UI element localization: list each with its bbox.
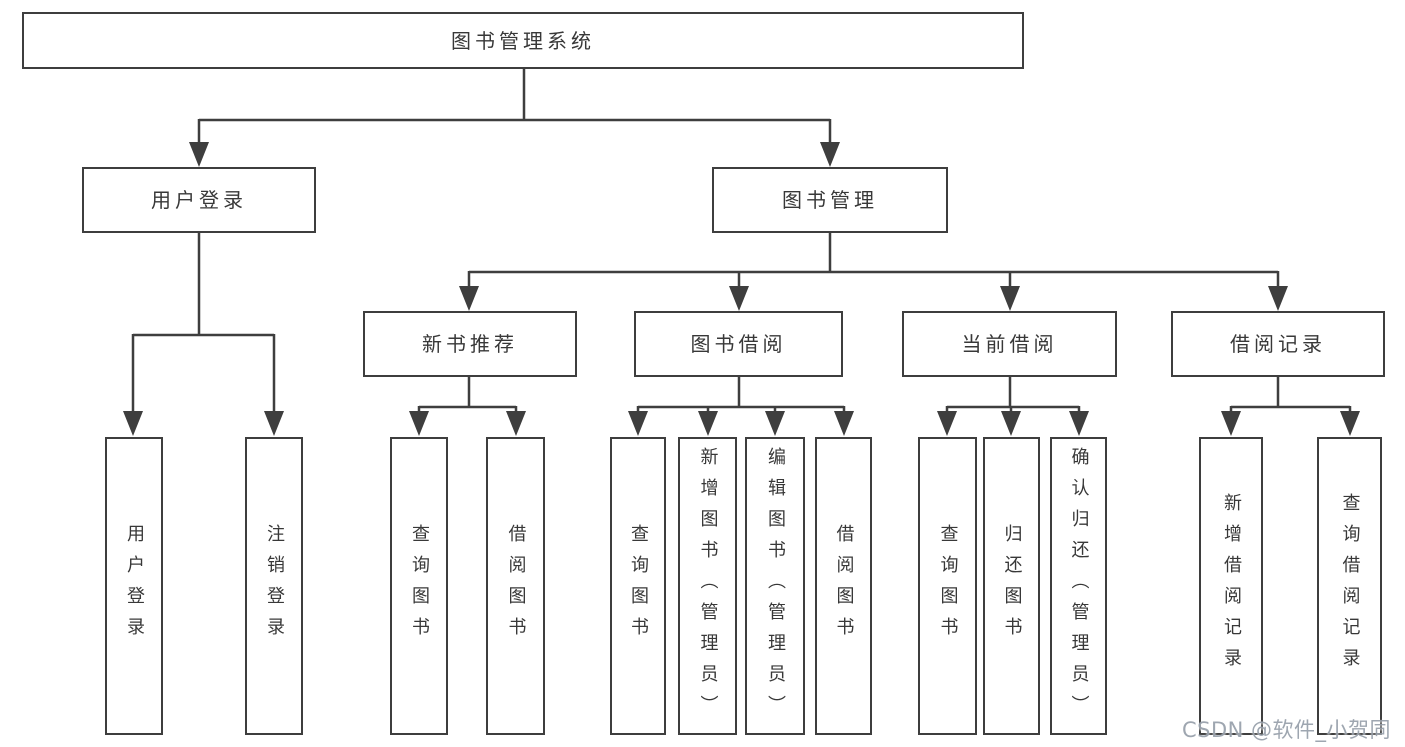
arrowhead xyxy=(189,142,209,167)
leaf-query-books-recommend: 查询图书 xyxy=(390,437,448,735)
leaf-edit-books-admin: 编辑图书（管理员） xyxy=(745,437,805,735)
arrowhead xyxy=(937,411,957,436)
connector-borrow-records-to-leaves xyxy=(1221,377,1360,436)
leaf-add-books-admin: 新增图书（管理员） xyxy=(678,437,737,735)
leaf-borrow-books-recommend: 借阅图书 xyxy=(486,437,545,735)
leaf-confirm-return-admin: 确认归还（管理员） xyxy=(1050,437,1107,735)
node-new-book-recommend: 新书推荐 xyxy=(363,311,577,377)
arrowhead xyxy=(765,411,785,436)
arrowhead xyxy=(1221,411,1241,436)
leaf-user-login: 用户登录 xyxy=(105,437,163,735)
leaf-add-borrow-record: 新增借阅记录 xyxy=(1199,437,1263,735)
node-library-system: 图书管理系统 xyxy=(22,12,1024,69)
leaf-borrow-books: 借阅图书 xyxy=(815,437,872,735)
arrowhead xyxy=(628,411,648,436)
node-current-borrow: 当前借阅 xyxy=(902,311,1117,377)
arrowhead xyxy=(459,286,479,311)
arrowhead xyxy=(264,411,284,436)
arrowhead xyxy=(1001,411,1021,436)
leaf-return-books: 归还图书 xyxy=(983,437,1040,735)
node-borrow-records: 借阅记录 xyxy=(1171,311,1385,377)
node-user-login: 用户登录 xyxy=(82,167,316,233)
arrowhead xyxy=(1268,286,1288,311)
arrowhead xyxy=(1340,411,1360,436)
arrowhead xyxy=(409,411,429,436)
connector-current-borrow-to-leaves xyxy=(937,377,1089,436)
arrowhead xyxy=(1069,411,1089,436)
leaf-query-borrow-record: 查询借阅记录 xyxy=(1317,437,1382,735)
node-book-borrow: 图书借阅 xyxy=(634,311,843,377)
connector-user-login-to-leaves xyxy=(123,233,284,436)
leaf-query-books-borrow: 查询图书 xyxy=(610,437,666,735)
connector-root-to-level2 xyxy=(189,69,840,167)
csdn-watermark: CSDN @软件_小贺同学 xyxy=(1182,718,1392,742)
arrowhead xyxy=(729,286,749,311)
leaf-query-books-current: 查询图书 xyxy=(918,437,977,735)
leaf-logout: 注销登录 xyxy=(245,437,303,735)
arrowhead xyxy=(820,142,840,167)
arrowhead xyxy=(1000,286,1020,311)
arrowhead xyxy=(834,411,854,436)
connector-book-management-to-level3 xyxy=(459,233,1288,311)
arrowhead xyxy=(698,411,718,436)
node-book-management: 图书管理 xyxy=(712,167,948,233)
arrowhead xyxy=(123,411,143,436)
arrowhead xyxy=(506,411,526,436)
connector-book-borrow-to-leaves xyxy=(628,377,854,436)
connector-new-book-recommend-to-leaves xyxy=(409,377,526,436)
